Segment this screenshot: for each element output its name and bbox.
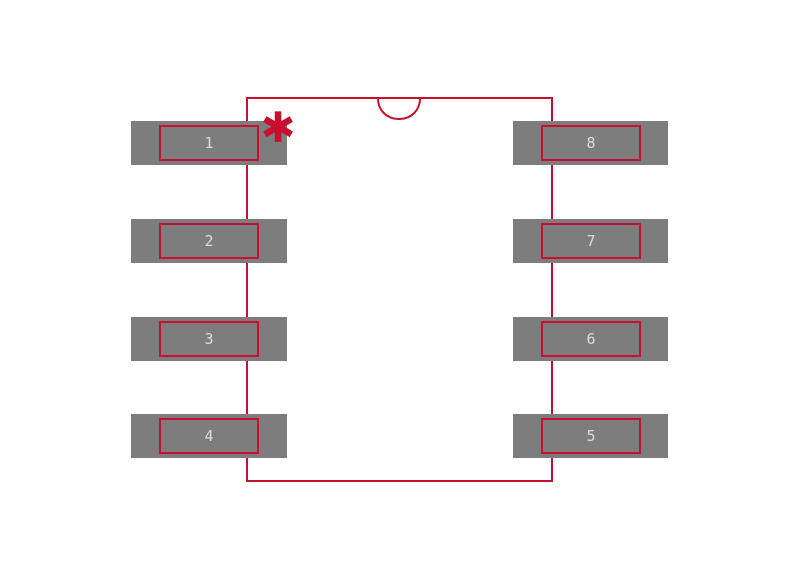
pin-number-8: 8 xyxy=(586,134,596,152)
pad-3: 3 xyxy=(131,317,287,361)
pin-outline-5: 5 xyxy=(541,418,641,454)
pad-7: 7 xyxy=(513,219,668,263)
pad-2: 2 xyxy=(131,219,287,263)
pin-outline-2: 2 xyxy=(159,223,259,259)
pad-4: 4 xyxy=(131,414,287,458)
pin-number-3: 3 xyxy=(204,330,214,348)
pin-outline-7: 7 xyxy=(541,223,641,259)
pin-number-2: 2 xyxy=(204,232,214,250)
pad-8: 8 xyxy=(513,121,668,165)
component-body-outline xyxy=(246,97,553,482)
pin-outline-1: 1 xyxy=(159,125,259,161)
pin-outline-4: 4 xyxy=(159,418,259,454)
pin-outline-6: 6 xyxy=(541,321,641,357)
pin-number-1: 1 xyxy=(204,134,214,152)
pin-outline-3: 3 xyxy=(159,321,259,357)
pad-5: 5 xyxy=(513,414,668,458)
pin-number-4: 4 xyxy=(204,427,214,445)
pad-1: 1 xyxy=(131,121,287,165)
pin-number-6: 6 xyxy=(586,330,596,348)
pin-number-7: 7 xyxy=(586,232,596,250)
pin-number-5: 5 xyxy=(586,427,596,445)
pin1-asterisk-marker: ✱ xyxy=(260,103,296,152)
pin-outline-8: 8 xyxy=(541,125,641,161)
pad-6: 6 xyxy=(513,317,668,361)
